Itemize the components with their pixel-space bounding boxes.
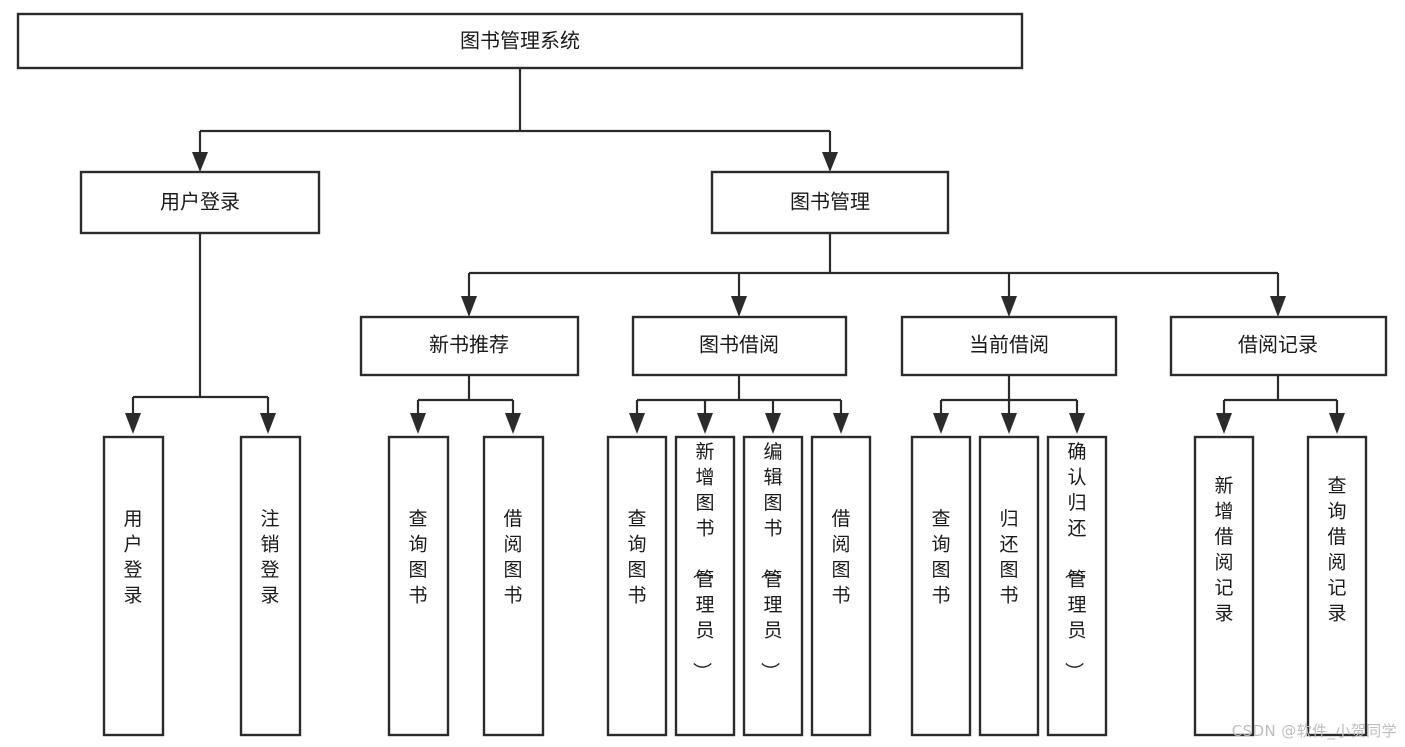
node-borrow-record-label: 借阅记录 — [1238, 333, 1318, 357]
node-leaf-borrow-book-2-label: 借阅图书 — [831, 508, 850, 607]
arrowhead-leaf-edit-book-admin — [765, 413, 781, 434]
node-leaf-confirm-return-admin-label: 确认归还（管理员） — [1062, 441, 1086, 681]
node-leaf-query-book-1-box[interactable] — [387, 435, 450, 737]
arrowhead-leaf-confirm-return-admin — [1069, 413, 1085, 434]
node-leaf-edit-book-admin-box[interactable] — [742, 435, 804, 737]
node-book-borrow-label: 图书借阅 — [699, 333, 779, 357]
node-book-borrow[interactable]: 图书借阅 — [631, 315, 848, 377]
node-leaf-query-borrow-record-box[interactable] — [1306, 435, 1368, 737]
node-current-borrow-box[interactable] — [900, 315, 1118, 377]
node-leaf-add-borrow-record[interactable]: 新增借阅记录 — [1193, 435, 1255, 737]
node-leaf-query-book-1[interactable]: 查询图书 — [387, 435, 450, 737]
node-leaf-query-book-3-label: 查询图书 — [931, 508, 950, 607]
node-book-borrow-box[interactable] — [631, 315, 848, 377]
node-leaf-query-book-2[interactable]: 查询图书 — [606, 435, 668, 737]
node-leaf-user-login[interactable]: 用户登录 — [102, 435, 165, 737]
arrowhead-book-management — [822, 152, 838, 172]
node-leaf-add-book-admin-label: 新增图书（管理员） — [690, 441, 714, 681]
node-leaf-confirm-return-admin[interactable]: 确认归还（管理员） — [1046, 435, 1108, 737]
node-root-label: 图书管理系统 — [460, 29, 580, 53]
node-leaf-add-borrow-record-label: 新增借阅记录 — [1214, 475, 1233, 625]
node-leaf-borrow-book-2-box[interactable] — [810, 435, 872, 737]
node-leaf-query-book-2-label: 查询图书 — [627, 508, 646, 607]
node-current-borrow[interactable]: 当前借阅 — [900, 315, 1118, 377]
node-user-login-box[interactable] — [79, 170, 321, 235]
node-leaf-query-borrow-record[interactable]: 查询借阅记录 — [1306, 435, 1368, 737]
node-leaf-confirm-return-admin-box[interactable] — [1046, 435, 1108, 737]
arrowhead-leaf-query-borrow-record — [1329, 413, 1345, 434]
node-leaf-query-book-2-box[interactable] — [606, 435, 668, 737]
arrowhead-user-login — [192, 152, 208, 172]
node-new-book-recommend[interactable]: 新书推荐 — [359, 315, 580, 377]
node-root[interactable]: 图书管理系统 — [16, 12, 1024, 70]
node-current-borrow-label: 当前借阅 — [969, 333, 1049, 357]
node-leaf-query-book-3[interactable]: 查询图书 — [910, 435, 972, 737]
arrowhead-leaf-add-borrow-record — [1216, 413, 1232, 434]
node-user-login[interactable]: 用户登录 — [79, 170, 321, 235]
node-leaf-query-borrow-record-label: 查询借阅记录 — [1327, 475, 1346, 625]
arrowhead-leaf-logout-login — [260, 413, 276, 434]
node-leaf-edit-book-admin[interactable]: 编辑图书（管理员） — [742, 435, 804, 737]
node-leaf-edit-book-admin-label: 编辑图书（管理员） — [758, 441, 782, 681]
node-new-book-recommend-box[interactable] — [359, 315, 580, 377]
node-leaf-logout-login-box[interactable] — [239, 435, 302, 737]
node-new-book-recommend-label: 新书推荐 — [429, 333, 509, 357]
node-leaf-query-book-3-box[interactable] — [910, 435, 972, 737]
node-leaf-borrow-book-1-label: 借阅图书 — [503, 508, 522, 607]
csdn-watermark: CSDN @软件_小贺同学 — [1231, 722, 1397, 740]
node-leaf-return-book-label: 归还图书 — [999, 508, 1018, 607]
arrowhead-leaf-query-book-1 — [410, 413, 426, 434]
node-leaf-logout-login-label: 注销登录 — [260, 508, 279, 607]
arrowhead-borrow-record — [1270, 296, 1286, 317]
arrowhead-leaf-query-book-3 — [933, 413, 949, 434]
node-leaf-user-login-box[interactable] — [102, 435, 165, 737]
arrowhead-current-borrow — [1001, 296, 1017, 317]
node-book-management-box[interactable] — [710, 170, 950, 235]
node-leaf-borrow-book-2[interactable]: 借阅图书 — [810, 435, 872, 737]
connector-layer — [125, 68, 1345, 434]
node-root-box[interactable] — [16, 12, 1024, 70]
arrowhead-book-borrow — [731, 296, 747, 317]
arrowhead-leaf-user-login — [125, 413, 141, 434]
node-leaf-borrow-book-1[interactable]: 借阅图书 — [482, 435, 545, 737]
node-leaf-query-book-1-label: 查询图书 — [408, 508, 427, 607]
node-leaf-user-login-label: 用户登录 — [123, 508, 142, 607]
node-leaf-return-book[interactable]: 归还图书 — [978, 435, 1040, 737]
node-leaf-add-borrow-record-box[interactable] — [1193, 435, 1255, 737]
arrowhead-leaf-add-book-admin — [697, 413, 713, 434]
node-borrow-record[interactable]: 借阅记录 — [1169, 315, 1388, 377]
node-book-management[interactable]: 图书管理 — [710, 170, 950, 235]
node-leaf-add-book-admin[interactable]: 新增图书（管理员） — [674, 435, 736, 737]
arrowhead-leaf-query-book-2 — [629, 413, 645, 434]
node-user-login-label: 用户登录 — [160, 190, 240, 214]
node-leaf-add-book-admin-box[interactable] — [674, 435, 736, 737]
arrowhead-new-book-recommend — [461, 296, 477, 317]
node-leaf-borrow-book-1-box[interactable] — [482, 435, 545, 737]
node-leaf-logout-login[interactable]: 注销登录 — [239, 435, 302, 737]
node-book-management-label: 图书管理 — [790, 190, 870, 214]
arrowhead-leaf-borrow-book-1 — [505, 413, 521, 434]
arrowhead-leaf-return-book — [1001, 413, 1017, 434]
arrowhead-leaf-borrow-book-2 — [833, 413, 849, 434]
node-leaf-return-book-box[interactable] — [978, 435, 1040, 737]
node-borrow-record-box[interactable] — [1169, 315, 1388, 377]
